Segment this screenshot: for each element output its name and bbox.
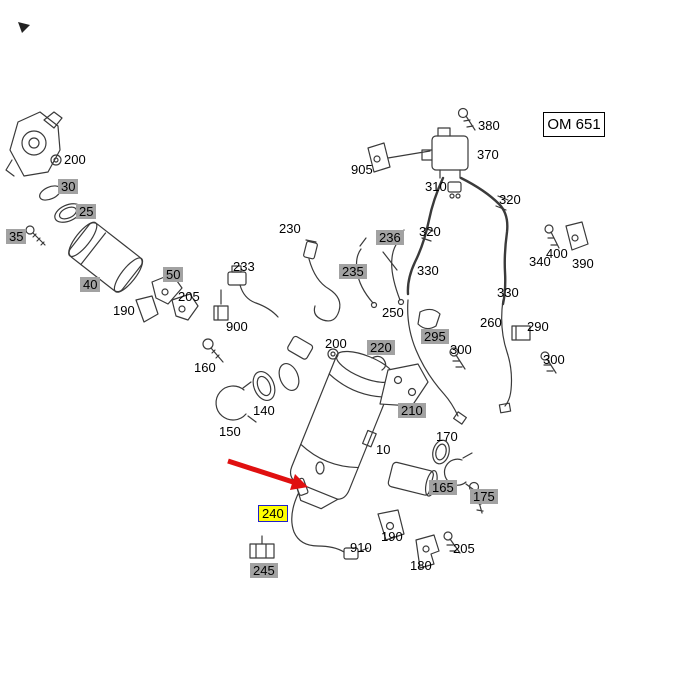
part-label-310[interactable]: 310 xyxy=(425,179,447,194)
part-label-340[interactable]: 340 xyxy=(529,254,551,269)
part-label-160[interactable]: 160 xyxy=(194,360,216,375)
part-label-25[interactable]: 25 xyxy=(76,204,97,219)
part-label-390[interactable]: 390 xyxy=(572,256,594,271)
part-label-380[interactable]: 380 xyxy=(478,118,500,133)
part-label-40[interactable]: 40 xyxy=(80,277,101,292)
part-label-220[interactable]: 220 xyxy=(367,340,395,355)
part-label-150[interactable]: 150 xyxy=(219,424,241,439)
lambda-sensor-art xyxy=(213,239,341,322)
part-label-190[interactable]: 190 xyxy=(113,303,135,318)
turbo-assembly-art xyxy=(5,111,199,323)
part-label-30[interactable]: 30 xyxy=(58,179,79,194)
part-label-910[interactable]: 910 xyxy=(350,540,372,555)
part-label-165[interactable]: 165 xyxy=(429,480,457,495)
part-label-290[interactable]: 290 xyxy=(527,319,549,334)
engine-code-text: OM 651 xyxy=(547,116,601,133)
corner-mark xyxy=(18,22,30,33)
part-label-245[interactable]: 245 xyxy=(250,563,278,578)
part-label-236[interactable]: 236 xyxy=(376,230,404,245)
part-label-190[interactable]: 190 xyxy=(381,529,403,544)
part-label-230[interactable]: 230 xyxy=(279,221,301,236)
right-brackets-art xyxy=(417,221,589,374)
hoses-art xyxy=(406,176,513,425)
part-label-180[interactable]: 180 xyxy=(410,558,432,573)
outlet-art xyxy=(387,439,484,514)
part-label-233[interactable]: 233 xyxy=(233,259,255,274)
part-label-240[interactable]: 240 xyxy=(258,505,288,522)
part-label-320[interactable]: 320 xyxy=(499,192,521,207)
part-label-50[interactable]: 50 xyxy=(163,267,184,282)
part-label-900[interactable]: 900 xyxy=(226,319,248,334)
part-label-10[interactable]: 10 xyxy=(376,442,391,457)
part-label-295[interactable]: 295 xyxy=(421,329,449,344)
engine-code-box: OM 651 xyxy=(543,112,605,137)
part-label-35[interactable]: 35 xyxy=(6,229,27,244)
part-label-235[interactable]: 235 xyxy=(339,264,367,279)
clamp-rings-art xyxy=(202,338,300,423)
part-label-200[interactable]: 200 xyxy=(325,336,347,351)
part-label-400[interactable]: 400 xyxy=(546,246,568,261)
dpf-art xyxy=(287,335,429,510)
part-label-330[interactable]: 330 xyxy=(417,263,439,278)
part-label-250[interactable]: 250 xyxy=(382,305,404,320)
part-label-205[interactable]: 205 xyxy=(178,289,200,304)
part-label-205[interactable]: 205 xyxy=(453,541,475,556)
red-arrow-icon xyxy=(227,458,308,490)
part-label-170[interactable]: 170 xyxy=(436,429,458,444)
part-label-260[interactable]: 260 xyxy=(480,315,502,330)
part-label-370[interactable]: 370 xyxy=(477,147,499,162)
part-label-905[interactable]: 905 xyxy=(351,162,373,177)
part-label-175[interactable]: 175 xyxy=(470,489,498,504)
part-label-140[interactable]: 140 xyxy=(253,403,275,418)
part-label-300[interactable]: 300 xyxy=(450,342,472,357)
part-label-300[interactable]: 300 xyxy=(543,352,565,367)
pressure-sensor-art xyxy=(367,107,476,199)
part-label-330[interactable]: 330 xyxy=(497,285,519,300)
part-label-320[interactable]: 320 xyxy=(419,224,441,239)
part-label-200[interactable]: 200 xyxy=(64,152,86,167)
part-label-210[interactable]: 210 xyxy=(398,403,426,418)
